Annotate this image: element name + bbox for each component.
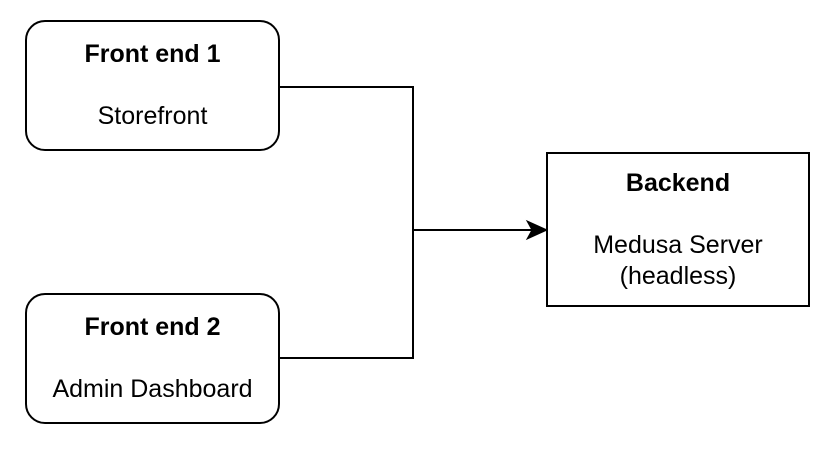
node-backend-title: Backend [625, 168, 731, 197]
node-frontend1: Front end 1 Storefront [25, 20, 280, 151]
node-frontend1-subtitle: Storefront [97, 102, 208, 130]
node-frontend2: Front end 2 Admin Dashboard [25, 293, 280, 424]
node-backend-subtitle-line1: Medusa Server [593, 230, 763, 259]
node-backend-subtitle: Medusa Server (headless) [593, 230, 763, 292]
node-frontend2-title: Front end 2 [84, 313, 221, 341]
node-frontend2-subtitle: Admin Dashboard [52, 375, 253, 403]
node-backend-subtitle-line2: (headless) [619, 261, 737, 290]
edge-frontends-to-junction [279, 86, 414, 359]
node-backend: Backend Medusa Server (headless) [546, 152, 810, 307]
arrow-head-icon [525, 219, 549, 241]
node-frontend1-title: Front end 1 [84, 40, 221, 68]
